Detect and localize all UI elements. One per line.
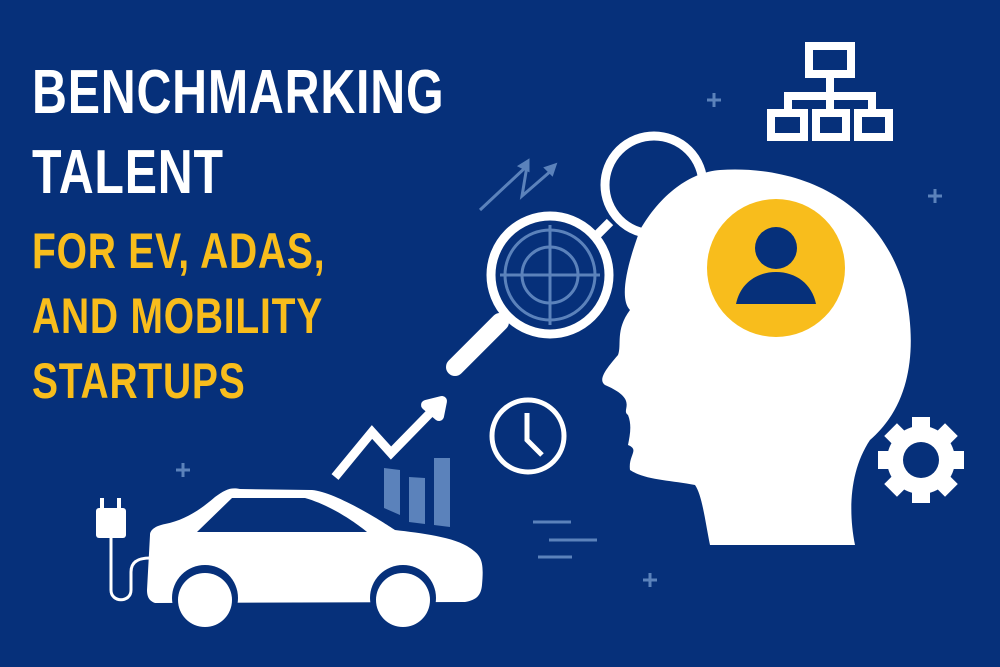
subheadline-line-2: AND MOBILITY <box>32 288 324 344</box>
magnifying-glass-target-icon <box>446 211 614 376</box>
speed-lines-icon <box>533 520 597 559</box>
gear-icon <box>878 417 964 503</box>
subheadline-line-1: FOR EV, ADAS, <box>32 223 326 279</box>
plug-icon <box>96 498 151 602</box>
bar-chart-icon <box>384 458 450 527</box>
clock-icon <box>489 397 567 475</box>
headline-line-2: TALENT <box>32 138 224 207</box>
zigzag-arrow-icon <box>478 158 558 212</box>
person-icon <box>707 199 845 337</box>
growth-arrow-icon <box>331 396 447 480</box>
org-chart-icon <box>767 42 893 141</box>
electric-car-icon <box>147 488 483 631</box>
headline-line-1: BENCHMARKING <box>32 58 445 127</box>
subheadline-line-3: STARTUPS <box>32 353 246 409</box>
plus-sparkle-icon <box>176 93 942 587</box>
